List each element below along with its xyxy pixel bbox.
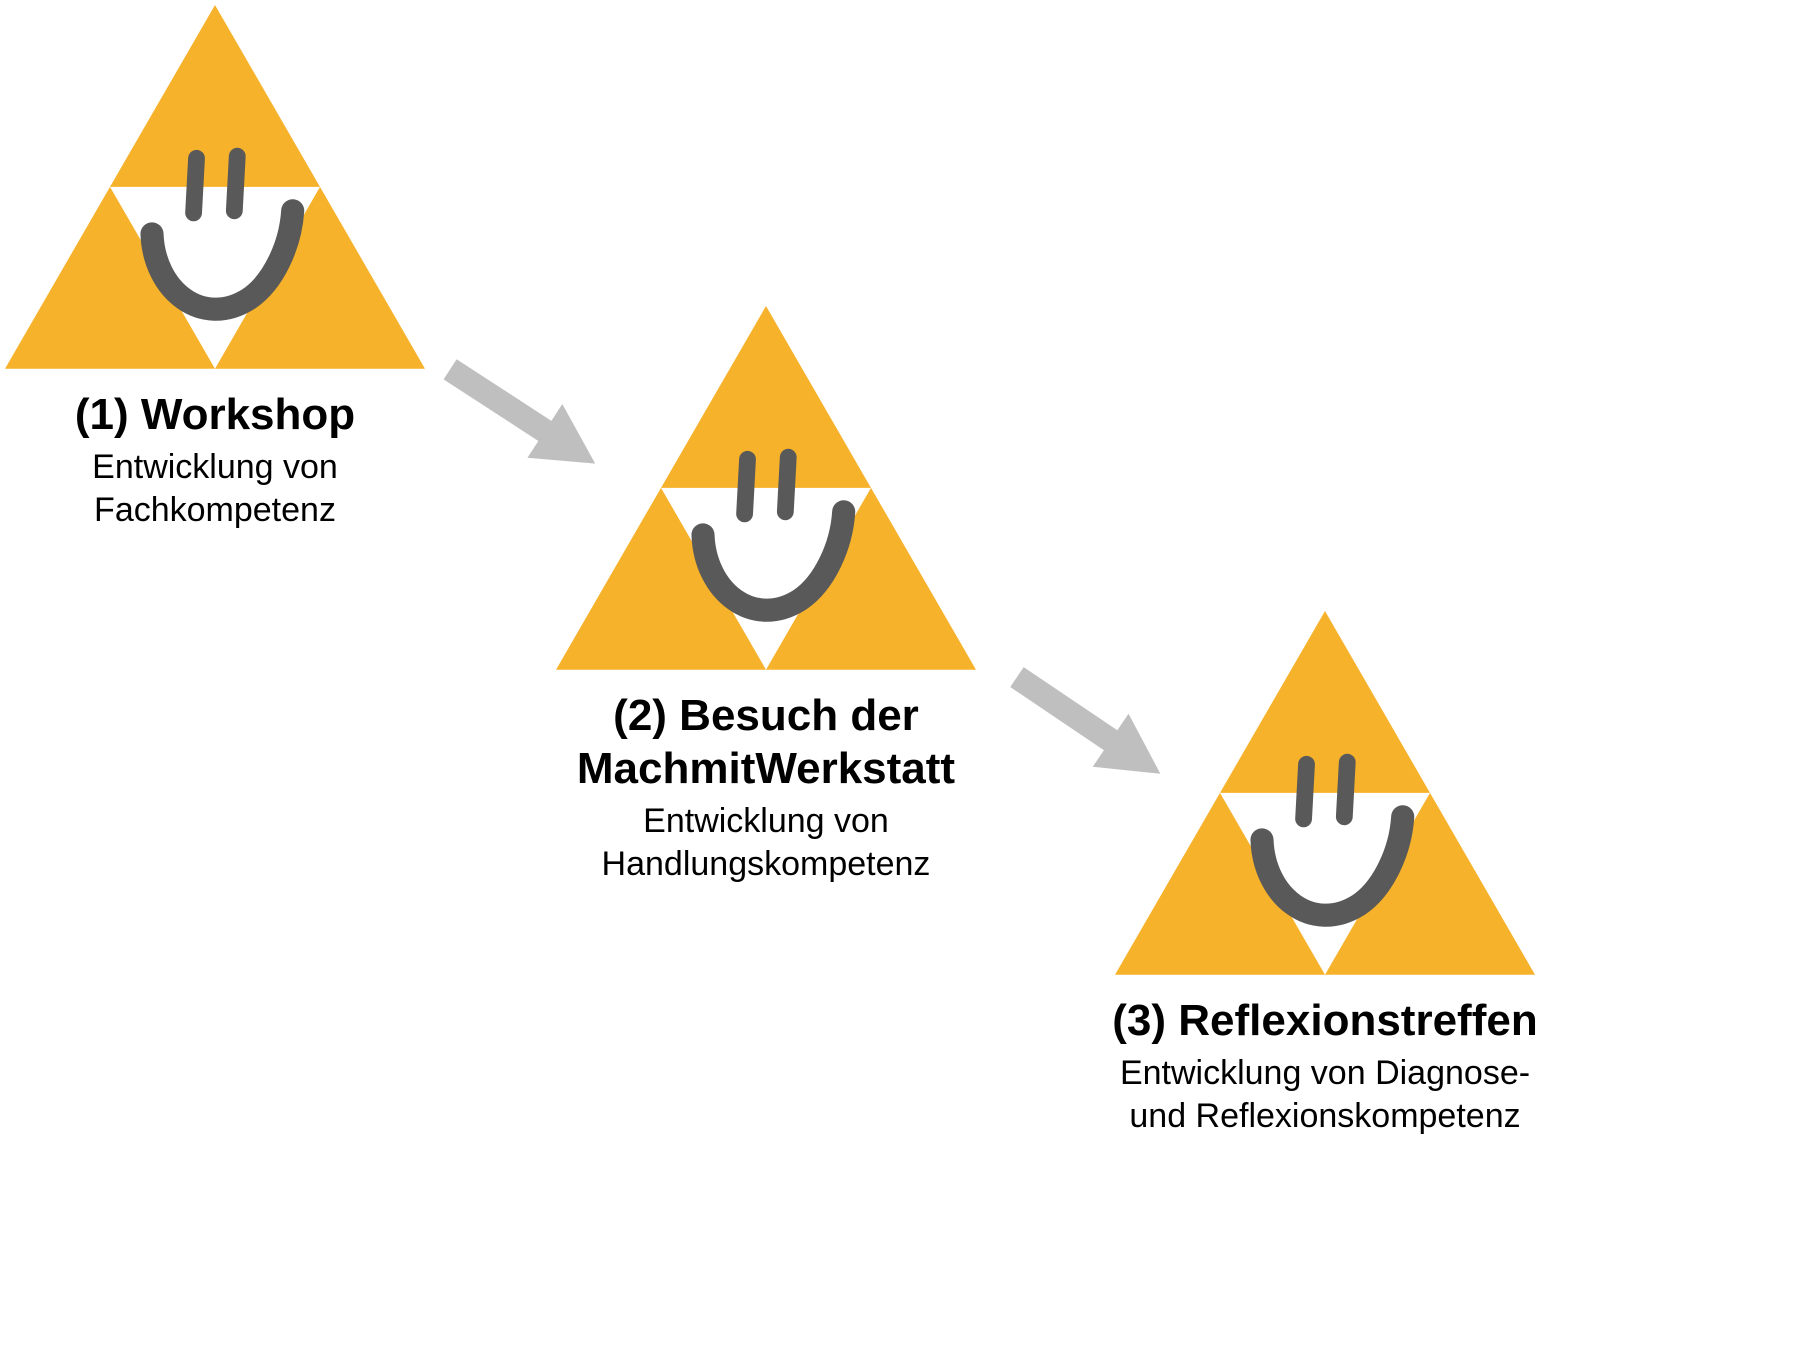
smiley-face-icon: [140, 147, 305, 321]
smiley-triangle-logo-icon: [5, 5, 425, 369]
step-3-reflexionstreffen: (3) Reflexionstreffen Entwicklung von Di…: [1095, 611, 1555, 1138]
smiley-face-icon: [1250, 753, 1415, 927]
step-3-subtitle: Entwicklung von Diagnose- und Reflexions…: [1119, 1054, 1531, 1136]
step-1-title: (1) Workshop: [74, 390, 356, 440]
step-2-title: (2) Besuch der MachmitWerkstatt: [576, 691, 956, 794]
arrow-step1-to-step2-icon: [426, 332, 622, 503]
step-3-title: (3) Reflexionstreffen: [1112, 996, 1538, 1046]
arrow-step2-to-step3-icon: [992, 640, 1187, 812]
step-2-subtitle: Entwicklung von Handlungskompetenz: [601, 802, 931, 884]
smiley-face-icon: [691, 448, 856, 622]
smiley-triangle-logo-icon: [1115, 611, 1535, 975]
step-2-machmitwerkstatt: (2) Besuch der MachmitWerkstatt Entwickl…: [536, 306, 996, 886]
step-1-subtitle: Entwicklung von Fachkompetenz: [92, 448, 338, 530]
step-1-workshop: (1) Workshop Entwicklung von Fachkompete…: [0, 5, 445, 532]
smiley-triangle-logo-icon: [556, 306, 976, 670]
